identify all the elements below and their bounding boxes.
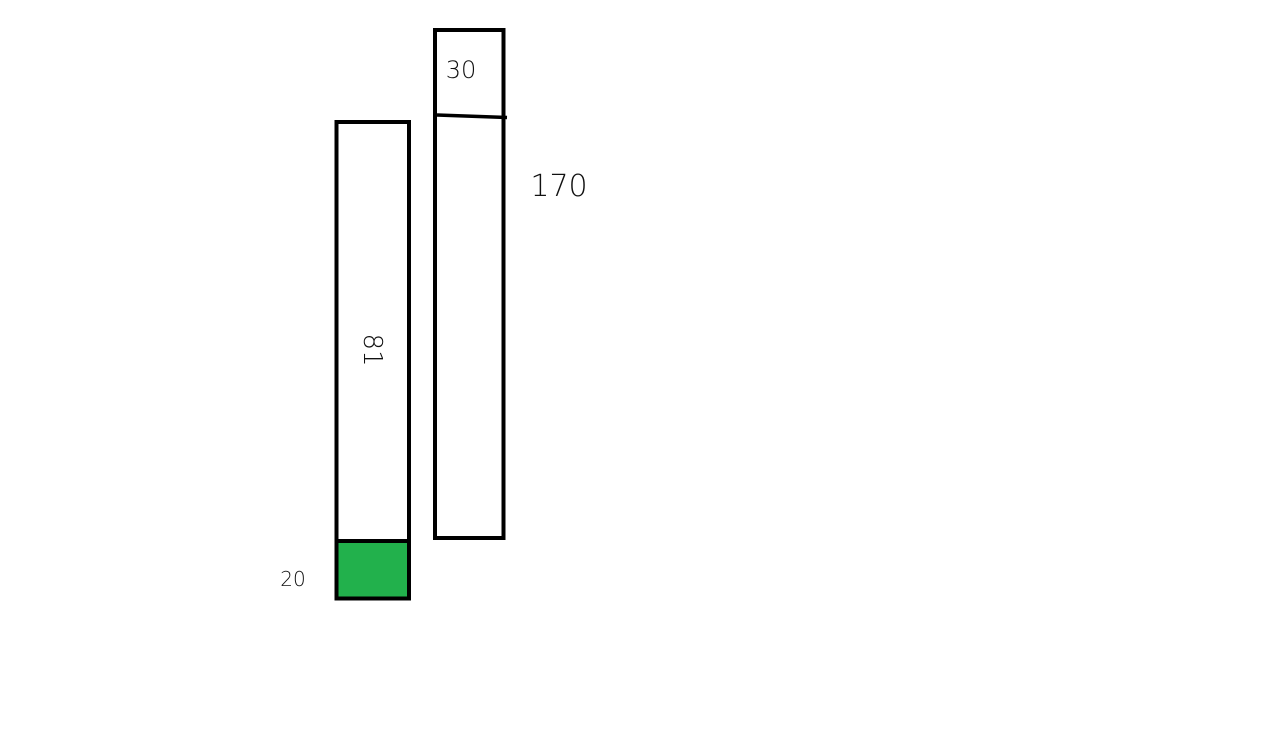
right-bar-side-label: 170 xyxy=(530,169,587,204)
right-bar: 30 170 xyxy=(433,28,588,540)
right-bar-divider xyxy=(436,113,508,120)
left-bar-bottom-label: 20 xyxy=(280,567,305,591)
right-bar-top-label: 30 xyxy=(446,56,477,84)
left-bar-top-segment xyxy=(334,120,411,543)
left-bar: 81 20 xyxy=(280,120,411,601)
left-bar-bottom-segment xyxy=(334,539,411,601)
left-bar-top-label: 81 xyxy=(357,333,387,366)
right-bar-outline xyxy=(433,28,506,540)
